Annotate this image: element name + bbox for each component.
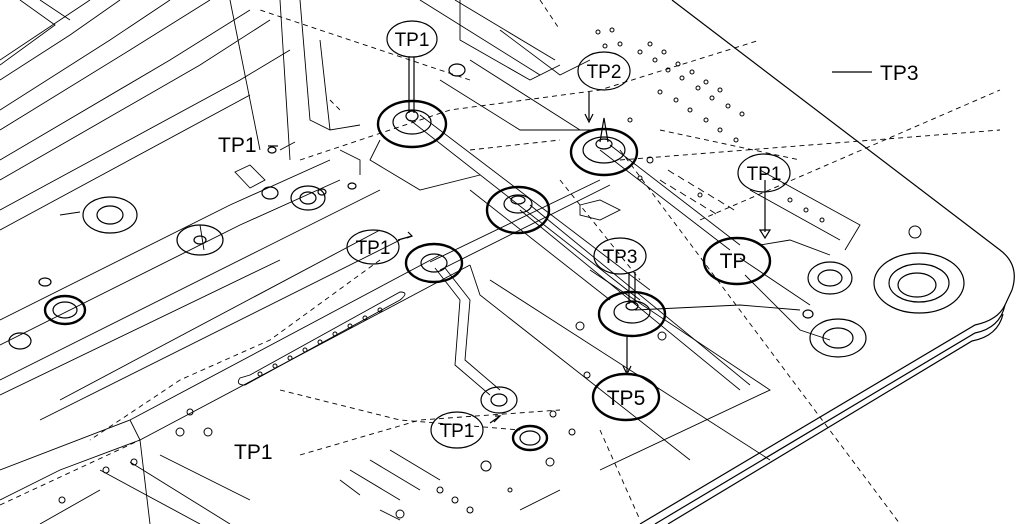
trace-network-middle <box>369 0 831 511</box>
label-tp3-right-text: TP3 <box>880 62 919 85</box>
test-point-tp1-top-pad <box>376 57 466 149</box>
label-tp2-text: TP2 <box>587 62 622 83</box>
label-tp5: TP5 <box>591 372 661 422</box>
label-tp2: TP2 <box>577 51 631 91</box>
connector-pad-row-middle <box>237 291 406 386</box>
left-pads <box>8 146 357 350</box>
trace-bundle-upper-left <box>0 0 401 421</box>
label-tp-right-text: TP <box>720 250 747 273</box>
label-tp1-mid: TP1 <box>346 229 400 265</box>
label-tp1-top-text: TP1 <box>395 30 430 51</box>
lower-panel-outlines <box>0 254 771 524</box>
label-tp5-text: TP5 <box>607 387 646 410</box>
label-tp1-right: TP1 <box>737 153 791 193</box>
label-tp1-bottom: TP1 <box>430 411 484 449</box>
label-tp1-left: TP1 <box>218 134 278 157</box>
test-point-tp2-pad <box>569 92 639 177</box>
label-tp1-top: TP1 <box>386 20 438 58</box>
label-tp3-right: TP3 <box>832 62 919 85</box>
label-tp1-right-text: TP1 <box>747 164 782 185</box>
board-outline <box>419 0 1015 524</box>
label-tp3-center: TP3 <box>593 237 647 275</box>
label-tp1-left-text: TP1 <box>218 134 257 157</box>
lower-pads <box>480 386 549 452</box>
right-pads <box>758 180 965 358</box>
pin-dot-array-lower <box>58 321 667 524</box>
label-tp1-lower-left-text: TP1 <box>234 441 273 464</box>
label-tp1-lower-left: TP1 <box>234 441 273 464</box>
test-point-tp3-pad <box>597 272 667 376</box>
label-tp-right: TP <box>702 236 772 286</box>
test-point-tp1-mid-pad <box>397 231 464 284</box>
dashed-guides <box>0 0 1001 524</box>
label-tp1-mid-text: TP1 <box>356 238 391 259</box>
pin-dot-array-upper-right <box>595 27 922 239</box>
label-tp3-center-text: TP3 <box>603 247 638 268</box>
label-tp1-bottom-text: TP1 <box>440 421 475 442</box>
center-via-pad <box>485 185 551 235</box>
